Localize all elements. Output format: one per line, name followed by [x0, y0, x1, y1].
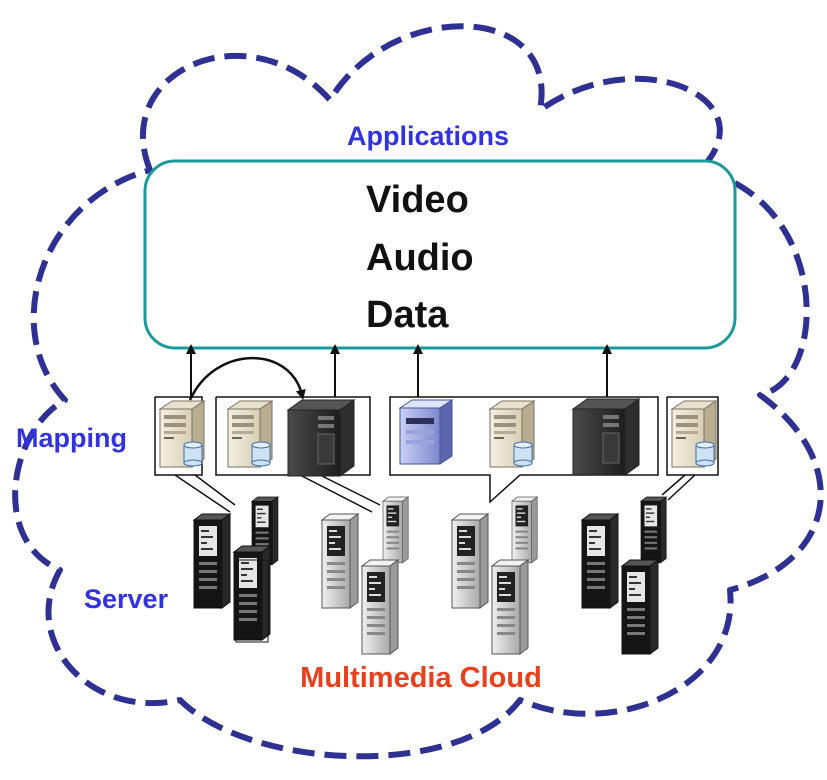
media-type-audio: Audio [366, 237, 474, 279]
mapping-group-1 [154, 396, 236, 513]
blue-server-icon [399, 399, 453, 465]
rack-server-icon [581, 513, 619, 609]
media-type-video: Video [366, 179, 469, 221]
migration-arrow [188, 356, 306, 401]
mapping-label: Mapping [16, 423, 127, 453]
beige-server-db-icon [671, 400, 717, 468]
cloud-outline [12, 23, 824, 760]
dark-tower-server-icon [287, 399, 355, 477]
beige-server-db-icon [227, 400, 273, 468]
mapping-group-3 [389, 396, 659, 504]
applications-box [143, 159, 737, 350]
dark-tower-server-icon [572, 398, 640, 476]
media-type-data: Data [366, 294, 449, 336]
beige-server-db-icon [159, 400, 205, 468]
mapping-group-2 [215, 396, 381, 513]
rack-server-icon [382, 496, 409, 564]
rack-server-icon [321, 513, 359, 609]
server-outline-box [235, 559, 269, 643]
applications-label: Applications [347, 121, 509, 151]
beige-server-db-icon [489, 400, 535, 468]
mapping-group-4 [661, 396, 719, 501]
server-label: Server [84, 584, 169, 614]
rack-server-icon [361, 559, 399, 655]
rack-server-icon [640, 496, 667, 564]
rack-server-icon [511, 496, 538, 564]
rack-server-icon [451, 513, 489, 609]
rack-server-icon [491, 559, 529, 655]
multimedia-cloud-label: Multimedia Cloud [300, 662, 542, 694]
rack-server-icon [193, 513, 231, 609]
rack-server-icon [621, 559, 659, 655]
